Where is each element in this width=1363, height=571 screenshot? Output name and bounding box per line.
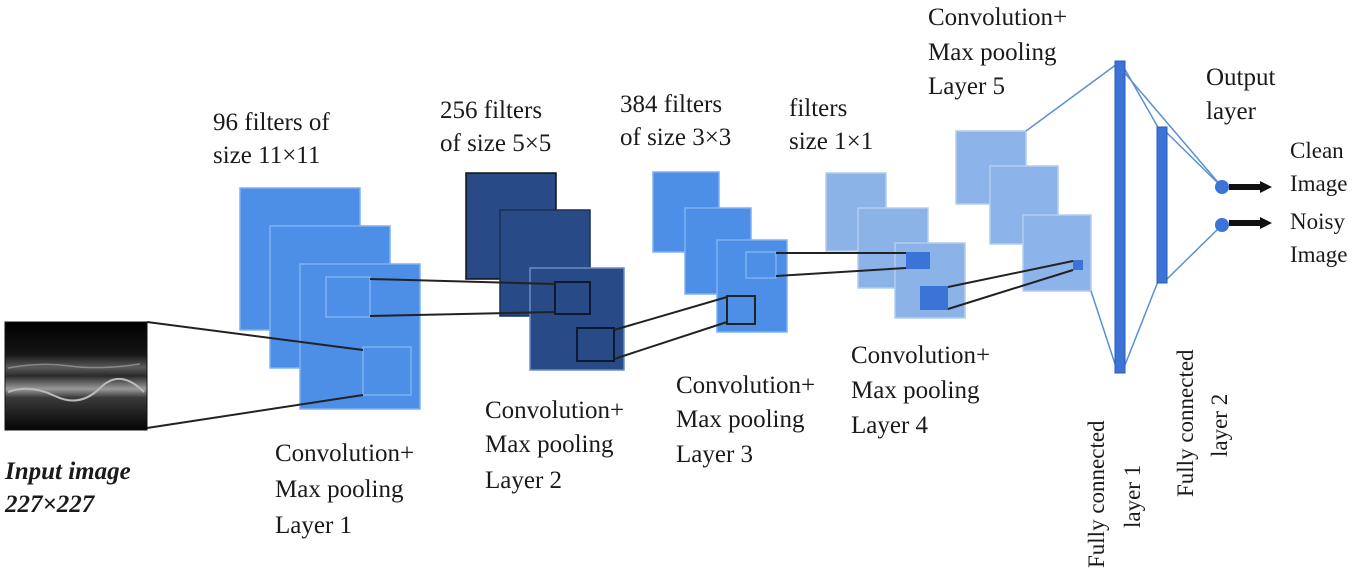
layer-3-pool-label: Max pooling [676, 406, 805, 433]
fc-layer-1-label-line2: layer 1 [1120, 465, 1145, 528]
output-layer-title-line2: layer [1206, 98, 1257, 125]
layer-4-filters-label-line2: size 1×1 [789, 128, 873, 155]
layer-3-filters-label-line2: of size 3×3 [620, 124, 731, 151]
layer-2-feature-maps [465, 172, 625, 371]
layer-3-filters-label-line1: 384 filters [620, 91, 722, 118]
layer-1-feature-maps [239, 187, 421, 410]
fc-layer-2-bar [1156, 126, 1168, 284]
layer-1-filters-label-line1: 96 filters of [213, 109, 330, 136]
layer-1-filters-label-line2: size 11×11 [213, 142, 320, 169]
input-image-size: 227×227 [4, 491, 96, 518]
fc-layer-2-label-line1: Fully connected [1173, 349, 1198, 497]
output-node-clean [1215, 180, 1229, 194]
layer-5-feature-maps [955, 130, 1092, 292]
arrow-right-icon [1229, 181, 1272, 193]
output-noisy-label-line2: Image [1290, 242, 1347, 267]
layer-3-op-label: Convolution+ [676, 372, 815, 399]
layer-4-pool-label: Max pooling [851, 377, 980, 404]
layer-2-pool-label: Max pooling [485, 431, 614, 458]
output-clean-label-line2: Image [1290, 171, 1347, 196]
input-image-title: Input image [4, 458, 131, 485]
layer-5-op-label: Convolution+ [928, 4, 1067, 31]
layer-4-name-label: Layer 4 [851, 412, 929, 439]
output-layer-title-line1: Output [1206, 64, 1276, 91]
layer-5-name-label: Layer 5 [928, 73, 1005, 100]
layer-1-name-label: Layer 1 [275, 512, 352, 539]
layer-2-name-label: Layer 2 [485, 467, 562, 494]
connection-lines [146, 252, 1074, 429]
fc-layer-1-bar [1114, 60, 1126, 374]
layer-4-op-label: Convolution+ [851, 342, 990, 369]
layer-1-pool-label: Max pooling [275, 476, 404, 503]
layer-4-feature-maps [825, 172, 966, 319]
input-image [4, 321, 148, 431]
layer-3-feature-maps [652, 171, 788, 333]
output-noisy-label-line1: Noisy [1290, 209, 1345, 234]
output-clean-label-line1: Clean [1290, 138, 1344, 163]
layer-1-op-label: Convolution+ [275, 440, 414, 467]
fc-connections [1025, 63, 1223, 371]
layer-4-filters-label-line1: filters [789, 95, 847, 122]
layer-5-pool-label: Max pooling [928, 39, 1057, 66]
layer-3-name-label: Layer 3 [676, 441, 753, 468]
arrow-right-icon [1229, 217, 1272, 229]
layer-2-filters-label-line2: of size 5×5 [440, 130, 551, 157]
layer-2-op-label: Convolution+ [485, 397, 624, 424]
output-node-noisy [1215, 218, 1229, 232]
fc-layer-1-label-line1: Fully connected [1084, 420, 1109, 568]
fc-layer-2-label-line2: layer 2 [1207, 394, 1232, 457]
layer-2-filters-label-line1: 256 filters [440, 97, 542, 124]
